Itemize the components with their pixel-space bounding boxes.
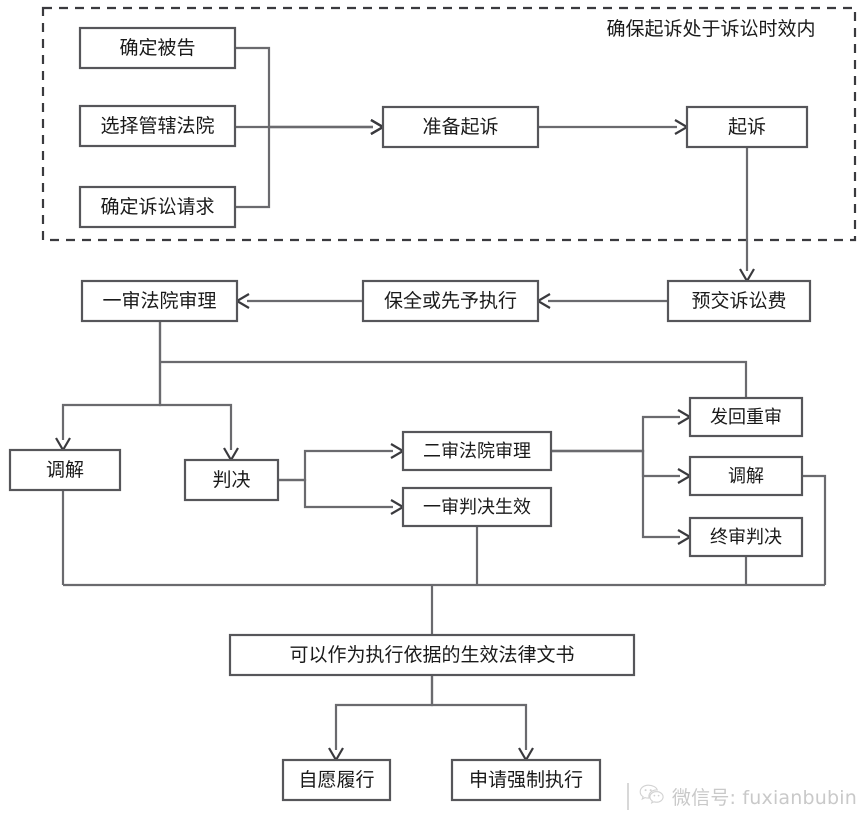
edge-n10-to-n11 bbox=[278, 449, 393, 482]
node-box bbox=[78, 26, 237, 70]
flow-node-n13[interactable]: 发回重审 bbox=[688, 396, 804, 438]
node-box bbox=[688, 455, 804, 497]
edge-n1-to-n4 bbox=[235, 46, 373, 129]
edge-n16-to-n17 bbox=[334, 675, 434, 750]
node-box bbox=[685, 105, 809, 149]
node-box bbox=[401, 486, 553, 528]
edge-n8-to-n10 bbox=[158, 321, 233, 450]
node-box bbox=[381, 105, 540, 149]
node-label: 二审法院审理 bbox=[423, 441, 531, 462]
flow-node-n5[interactable]: 起诉 bbox=[685, 105, 809, 149]
edge-n13-to-n8 bbox=[160, 360, 748, 398]
watermark-text: 微信号: fuxianbubin bbox=[671, 787, 857, 809]
edge-n16-to-n18 bbox=[430, 675, 528, 750]
node-label: 起诉 bbox=[728, 116, 766, 138]
node-label: 确定诉讼请求 bbox=[100, 196, 214, 218]
node-box bbox=[78, 104, 237, 148]
edge-n11-to-n15 bbox=[551, 449, 680, 539]
node-label: 终审判决 bbox=[710, 527, 782, 548]
node-box bbox=[688, 396, 804, 438]
node-label: 发回重审 bbox=[710, 407, 782, 428]
node-label: 确定被告 bbox=[119, 37, 195, 59]
node-box bbox=[8, 448, 122, 492]
node-label: 一审法院审理 bbox=[102, 290, 216, 312]
flow-node-n9[interactable]: 调解 bbox=[8, 448, 122, 492]
node-label: 判决 bbox=[212, 469, 250, 491]
node-label: 选择管辖法院 bbox=[100, 115, 214, 137]
flow-node-n11[interactable]: 二审法院审理 bbox=[401, 430, 553, 472]
node-label: 调解 bbox=[728, 466, 764, 487]
node-label: 保全或先予执行 bbox=[384, 290, 517, 312]
node-box bbox=[228, 633, 636, 677]
flow-node-n6[interactable]: 预交诉讼费 bbox=[666, 279, 812, 323]
node-box bbox=[361, 279, 540, 323]
edge-n14-to-n16 bbox=[802, 474, 827, 585]
flow-node-n16[interactable]: 可以作为执行依据的生效法律文书 bbox=[228, 633, 636, 677]
node-box bbox=[688, 516, 804, 558]
flow-node-n8[interactable]: 一审法院审理 bbox=[80, 279, 239, 323]
node-label: 调解 bbox=[46, 459, 84, 481]
node-box bbox=[450, 758, 602, 802]
node-label: 一审判决生效 bbox=[423, 497, 531, 518]
flow-node-n3[interactable]: 确定诉讼请求 bbox=[78, 185, 237, 229]
node-label: 准备起诉 bbox=[422, 116, 498, 138]
edge-n11-to-n14 bbox=[551, 449, 680, 478]
watermark: 微信号: fuxianbubin bbox=[626, 783, 857, 810]
node-box bbox=[401, 430, 553, 472]
node-label: 可以作为执行依据的生效法律文书 bbox=[289, 644, 574, 666]
node-label: 申请强制执行 bbox=[469, 769, 583, 791]
node-box bbox=[666, 279, 812, 323]
node-label: 自愿履行 bbox=[298, 769, 374, 791]
flow-node-n14[interactable]: 调解 bbox=[688, 455, 804, 497]
prefiling-group-frame bbox=[41, 6, 857, 242]
flow-node-n7[interactable]: 保全或先予执行 bbox=[361, 279, 540, 323]
flow-node-n4[interactable]: 准备起诉 bbox=[381, 105, 540, 149]
edge-n3-to-n4 bbox=[235, 125, 373, 209]
node-box bbox=[80, 279, 239, 323]
edge-n8-to-n9 bbox=[61, 321, 162, 440]
edge-n10-to-n12 bbox=[278, 478, 393, 509]
flow-node-n2[interactable]: 选择管辖法院 bbox=[78, 104, 237, 148]
group-annotation-label: 确保起诉处于诉讼时效内 bbox=[606, 18, 815, 40]
flow-node-n12[interactable]: 一审判决生效 bbox=[401, 486, 553, 528]
node-box bbox=[281, 758, 392, 802]
flow-node-n1[interactable]: 确定被告 bbox=[78, 26, 237, 70]
node-box bbox=[183, 458, 280, 502]
flow-node-n17[interactable]: 自愿履行 bbox=[281, 758, 392, 802]
wechat-icon bbox=[639, 784, 665, 809]
flow-node-n18[interactable]: 申请强制执行 bbox=[450, 758, 602, 802]
node-box bbox=[78, 185, 237, 229]
flow-node-n10[interactable]: 判决 bbox=[183, 458, 280, 502]
edge-n11-to-n13 bbox=[551, 415, 680, 453]
node-label: 预交诉讼费 bbox=[691, 290, 786, 312]
flow-node-n15[interactable]: 终审判决 bbox=[688, 516, 804, 558]
